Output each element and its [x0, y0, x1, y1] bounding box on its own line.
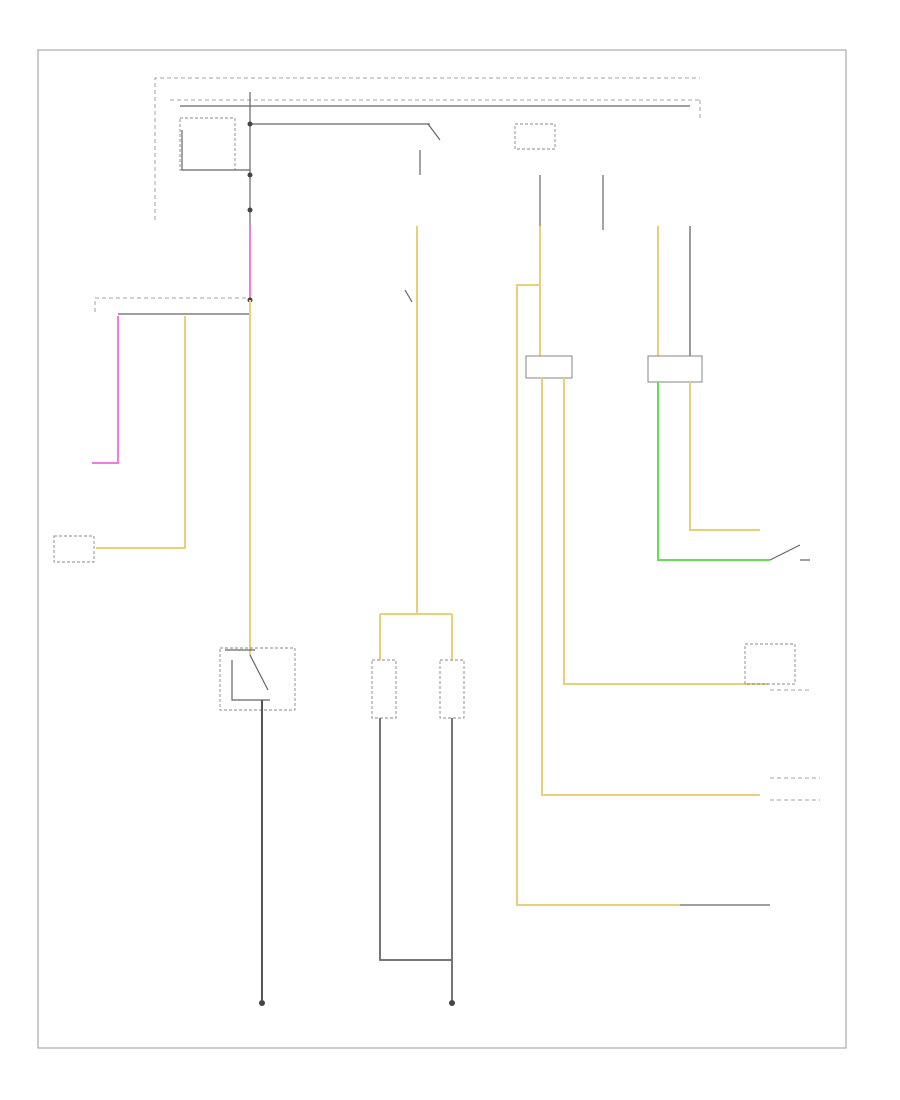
left-splice-bar — [94, 297, 250, 312]
pink-branch-wire — [92, 316, 119, 464]
dark-wire-center — [379, 718, 453, 1000]
center-switch-mark — [404, 289, 413, 303]
fuse-box-left-wire — [181, 130, 250, 171]
switch-left — [225, 649, 270, 701]
top-dashed-bus — [154, 77, 700, 220]
left-component — [53, 535, 95, 563]
switch-top-center — [419, 123, 441, 175]
diagram-frame — [37, 49, 847, 1049]
yellow-right-b-down — [689, 382, 760, 531]
relay-center-right — [439, 659, 465, 719]
green-wire — [657, 382, 770, 561]
ground-center — [449, 1000, 455, 1006]
yellow-right-a-down — [541, 378, 760, 796]
yellow-branch-left — [96, 316, 186, 549]
fuse-box-outline — [170, 99, 701, 120]
splice-top — [247, 121, 253, 127]
right-module-b — [647, 355, 703, 383]
ground-left — [259, 1000, 265, 1006]
splice-fuse — [247, 172, 253, 178]
switch-left-box — [219, 647, 296, 711]
right-module-a — [525, 355, 573, 379]
fuse-box-left — [179, 117, 236, 171]
right-comp-c — [770, 777, 820, 801]
right-comp-a — [744, 643, 796, 685]
relay-top-right — [514, 123, 556, 150]
splice-fuse-b — [247, 207, 253, 213]
yellow-right-a-left — [516, 284, 680, 906]
yellow-center-split — [379, 613, 453, 660]
yellow-right-a-down2 — [563, 378, 768, 685]
switch-right — [769, 544, 810, 561]
relay-center-left — [371, 659, 397, 719]
